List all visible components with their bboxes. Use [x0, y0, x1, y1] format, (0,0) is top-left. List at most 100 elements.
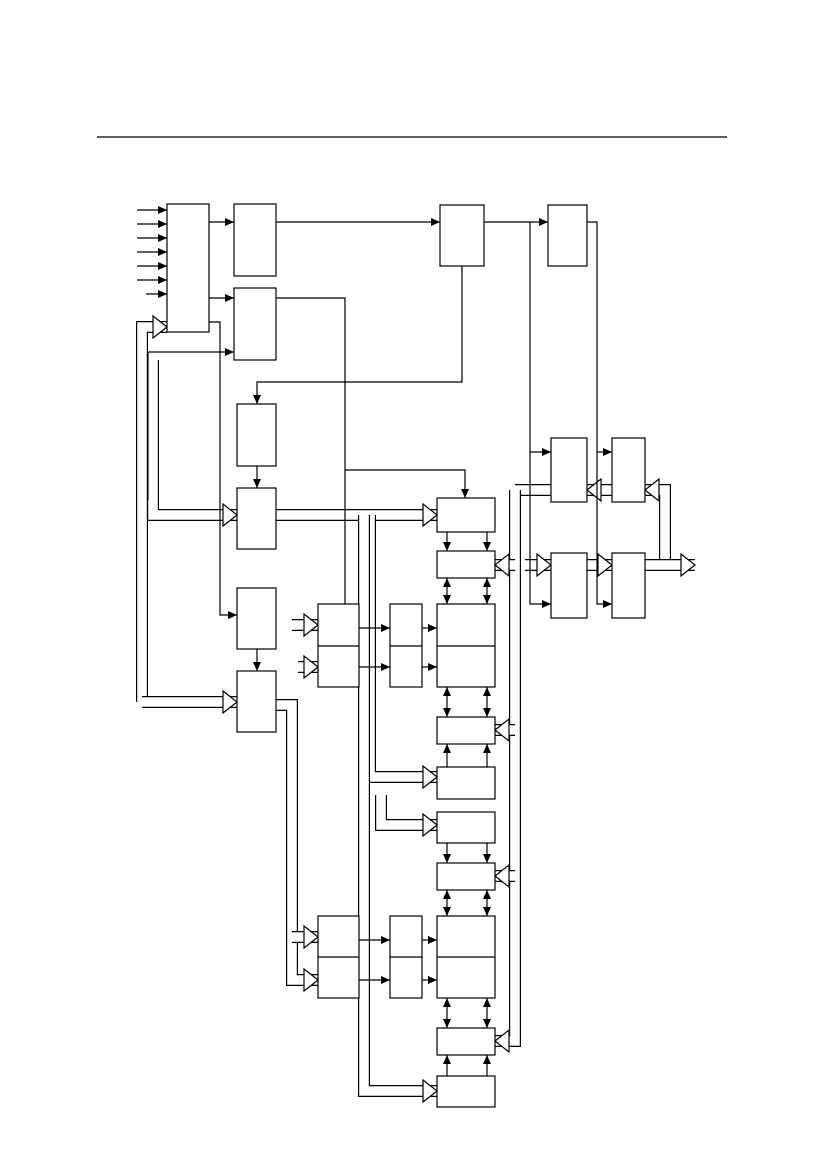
block — [550, 437, 588, 503]
arrowhead — [483, 578, 491, 587]
block — [233, 203, 277, 277]
arrowhead — [483, 1019, 491, 1028]
arrowhead — [225, 294, 234, 302]
bus-arrowhead — [536, 552, 552, 578]
block — [236, 670, 277, 733]
arrowhead — [483, 708, 491, 717]
signal-line — [276, 297, 346, 604]
arrowhead — [443, 854, 451, 863]
arrowhead — [158, 262, 167, 270]
arrowhead — [603, 600, 612, 608]
arrowhead — [158, 290, 167, 298]
bus-fill — [645, 485, 670, 565]
block — [436, 497, 496, 533]
arrowhead — [483, 687, 491, 696]
signal-line — [209, 321, 237, 616]
bus-arrowhead — [422, 1078, 438, 1104]
bus-arrowhead — [303, 612, 319, 638]
signal-line — [587, 221, 612, 605]
arrowhead — [443, 578, 451, 587]
arrowhead — [381, 976, 390, 984]
arrowhead — [461, 489, 469, 498]
bus-arrowhead — [422, 502, 438, 528]
arrowhead — [483, 542, 491, 551]
arrowhead — [381, 936, 390, 944]
arrowhead — [443, 1055, 451, 1064]
arrowhead — [228, 611, 237, 619]
bus-arrowhead — [494, 1028, 510, 1054]
bus-arrowhead — [586, 477, 602, 503]
arrowhead — [483, 890, 491, 899]
bus-fill — [359, 515, 437, 1096]
block — [236, 587, 277, 650]
bus-arrowhead — [303, 967, 319, 993]
arrowhead — [428, 663, 437, 671]
block — [436, 766, 496, 800]
arrowhead — [443, 542, 451, 551]
arrowhead — [539, 218, 548, 226]
block — [439, 204, 485, 267]
signal-line — [256, 266, 463, 404]
bus-arrowhead — [222, 502, 238, 528]
bus-arrowhead — [422, 812, 438, 838]
arrowhead — [443, 890, 451, 899]
block — [436, 1027, 496, 1056]
arrowhead — [431, 218, 440, 226]
arrowhead — [483, 907, 491, 916]
block — [436, 716, 496, 745]
block — [166, 203, 210, 333]
block — [436, 550, 496, 579]
block — [547, 204, 588, 267]
arrowhead — [225, 348, 234, 356]
arrowhead — [483, 854, 491, 863]
arrowhead — [253, 479, 261, 488]
arrowhead — [428, 976, 437, 984]
bus-fill — [148, 360, 237, 520]
arrowhead — [158, 276, 167, 284]
arrowhead — [428, 936, 437, 944]
bus-arrowhead — [422, 764, 438, 790]
block — [236, 487, 277, 550]
bus-arrowhead — [597, 552, 613, 578]
block — [233, 287, 277, 361]
bus-arrowhead — [303, 654, 319, 680]
arrowhead — [253, 395, 261, 404]
bus-arrowhead — [152, 314, 168, 340]
arrowhead — [443, 998, 451, 1007]
bus-arrowhead — [494, 552, 510, 578]
arrowhead — [158, 220, 167, 228]
block — [436, 1075, 496, 1108]
signal-line — [345, 469, 466, 498]
bus-arrowhead — [494, 717, 510, 743]
arrowhead — [483, 595, 491, 604]
arrowhead — [253, 662, 261, 671]
bus-fill — [376, 795, 437, 830]
arrowhead — [483, 998, 491, 1007]
block — [436, 811, 496, 844]
arrowhead — [443, 708, 451, 717]
signal-line — [529, 222, 551, 605]
arrowhead — [158, 234, 167, 242]
arrowhead — [542, 448, 551, 456]
bus-arrowhead — [303, 924, 319, 950]
arrowhead — [443, 1019, 451, 1028]
arrowhead — [443, 595, 451, 604]
arrowhead — [443, 907, 451, 916]
block — [550, 552, 588, 619]
block — [611, 437, 646, 503]
block — [236, 403, 277, 467]
arrowhead — [381, 624, 390, 632]
bus-arrowhead — [494, 863, 510, 889]
bus-outline — [147, 360, 237, 521]
arrowhead — [428, 624, 437, 632]
arrowhead — [542, 600, 551, 608]
bus-arrowhead — [222, 689, 238, 715]
arrowhead — [443, 744, 451, 753]
arrowhead — [158, 248, 167, 256]
block — [436, 862, 496, 891]
arrowhead — [483, 744, 491, 753]
bus-arrowhead — [680, 552, 696, 578]
arrowhead — [381, 663, 390, 671]
bus-arrowhead — [644, 477, 660, 503]
